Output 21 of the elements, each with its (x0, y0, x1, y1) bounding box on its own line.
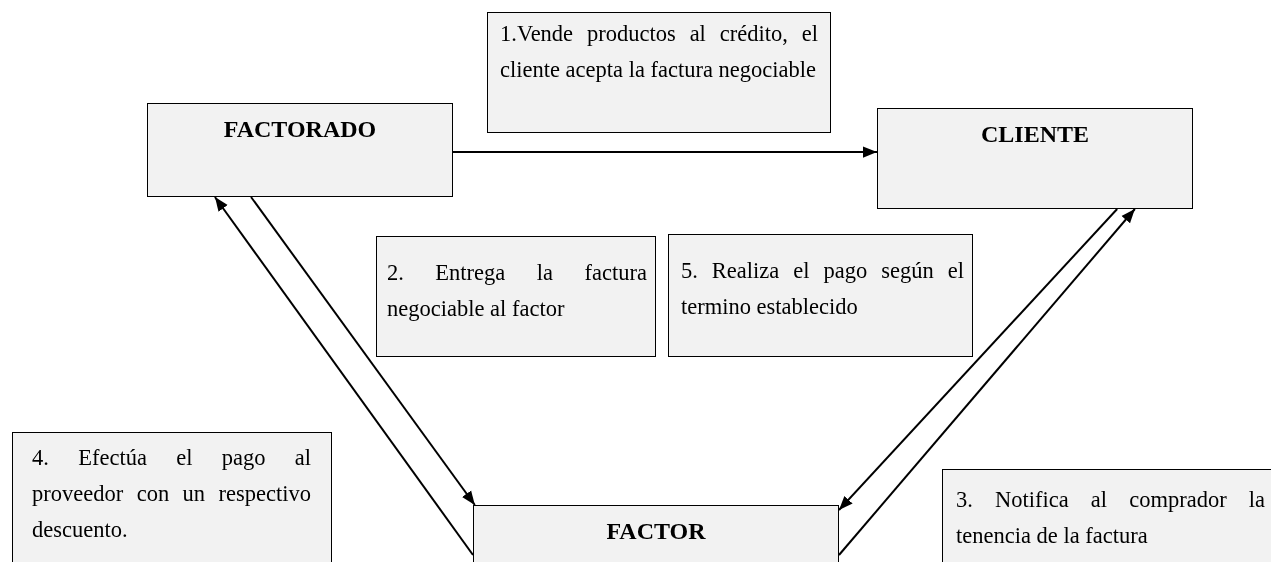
step-text: 3. Notifica al comprador la tenencia de la factura (956, 486, 1265, 550)
actor-label: CLIENTE (979, 121, 1090, 148)
arrow (838, 208, 1119, 511)
actor-box (147, 103, 453, 197)
arrow (838, 208, 1136, 556)
step-text: 5. Realiza el pago según el termino establecido (681, 257, 964, 321)
step-text: 2. Entrega la factura negociable al factor (387, 259, 647, 323)
step-text: 4. Efectúa el pago al proveedor con un respectivo descuento. (32, 444, 311, 544)
actor-label: FACTOR (605, 518, 707, 545)
step-box (942, 469, 1271, 562)
step-box (487, 12, 831, 133)
actor-box (473, 505, 839, 562)
step-box (668, 234, 973, 357)
step-text: 1.Vende productos al crédito, el cliente acepta la factura negociable (500, 20, 818, 84)
step-box (376, 236, 656, 357)
actor-label: FACTORADO (222, 116, 378, 143)
arrow (213, 196, 474, 556)
arrow (452, 146, 878, 158)
arrow (250, 196, 476, 506)
actor-box (877, 108, 1193, 209)
step-box (12, 432, 332, 562)
